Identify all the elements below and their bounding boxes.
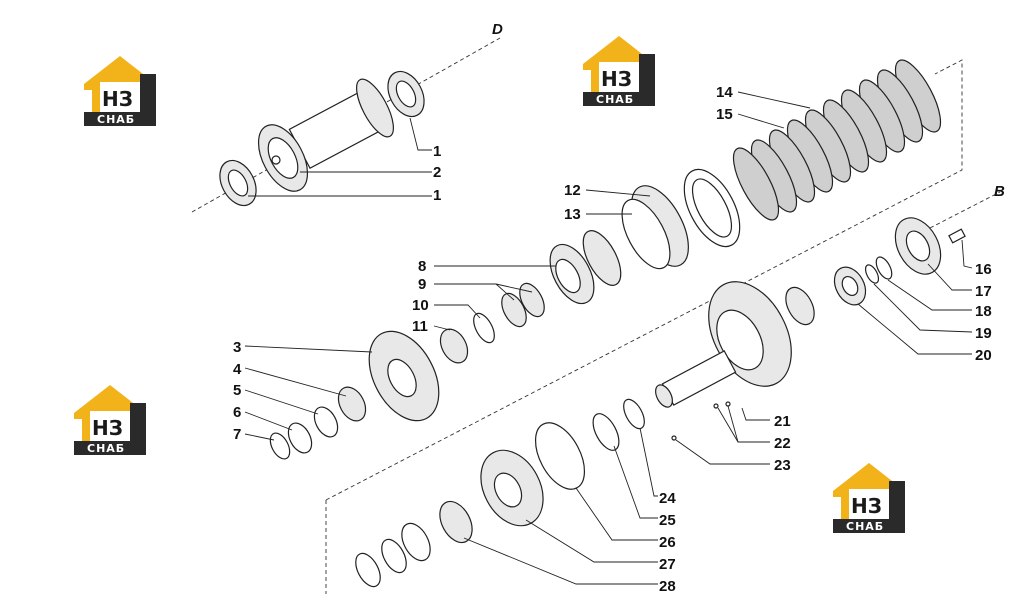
callout-22: 22 <box>774 435 791 452</box>
logo-text: НЗ <box>102 87 133 111</box>
callout-5: 5 <box>233 382 241 399</box>
axis-d-label: D <box>492 21 503 38</box>
logo-text: НЗ <box>92 416 123 440</box>
logo-subtext: СНАБ <box>97 113 135 126</box>
callout-6: 6 <box>233 404 241 421</box>
callout-16: 16 <box>975 261 992 278</box>
callout-3: 3 <box>233 339 241 356</box>
callout-21: 21 <box>774 413 791 430</box>
clutch-pack <box>683 59 942 248</box>
callout-15: 15 <box>716 106 733 123</box>
callout-20: 20 <box>975 347 992 364</box>
logo-middle-left: НЗ СНАБ <box>74 385 146 455</box>
logo-text: НЗ <box>851 494 882 518</box>
output-shaft <box>655 281 815 441</box>
axis-b-label: B <box>994 183 1005 200</box>
callout-27: 27 <box>659 556 676 573</box>
callout-12: 12 <box>564 182 581 199</box>
logo-bottom-right: НЗ СНАБ <box>833 463 905 533</box>
callout-24: 24 <box>659 490 676 507</box>
callouts: 1 2 1 3 4 5 6 7 8 9 10 11 12 13 14 15 16 <box>233 84 992 595</box>
callout-13: 13 <box>564 206 581 223</box>
gear-3-assembly <box>269 330 440 460</box>
callout-28: 28 <box>659 578 676 595</box>
callout-1b: 1 <box>433 187 441 204</box>
piston-assembly <box>621 185 689 270</box>
logo-text: НЗ <box>601 67 632 91</box>
callout-1: 1 <box>433 143 441 160</box>
callout-25: 25 <box>659 512 676 529</box>
callout-17: 17 <box>975 283 992 300</box>
cover-assembly <box>833 217 966 306</box>
assembly-outline <box>325 59 963 594</box>
callout-10: 10 <box>412 297 429 314</box>
axis-b: B <box>929 183 1005 229</box>
callout-8: 8 <box>418 258 426 275</box>
logo-top-left: НЗ СНАБ <box>84 56 156 126</box>
callout-2: 2 <box>433 164 441 181</box>
logo-subtext: СНАБ <box>596 93 634 106</box>
callout-19: 19 <box>975 325 992 342</box>
logo-subtext: СНАБ <box>87 442 125 455</box>
logo-top-center: НЗ СНАБ <box>583 36 655 106</box>
callout-23: 23 <box>774 457 791 474</box>
lower-parts <box>355 398 645 588</box>
callout-26: 26 <box>659 534 676 551</box>
callout-7: 7 <box>233 426 241 443</box>
upper-shaft-assembly <box>219 70 425 207</box>
callout-11: 11 <box>412 318 428 335</box>
callout-18: 18 <box>975 303 992 320</box>
callout-9: 9 <box>418 276 426 293</box>
callout-14: 14 <box>716 84 733 101</box>
gear-8-assembly <box>439 230 622 364</box>
logo-subtext: СНАБ <box>846 520 884 533</box>
callout-4: 4 <box>233 361 242 378</box>
